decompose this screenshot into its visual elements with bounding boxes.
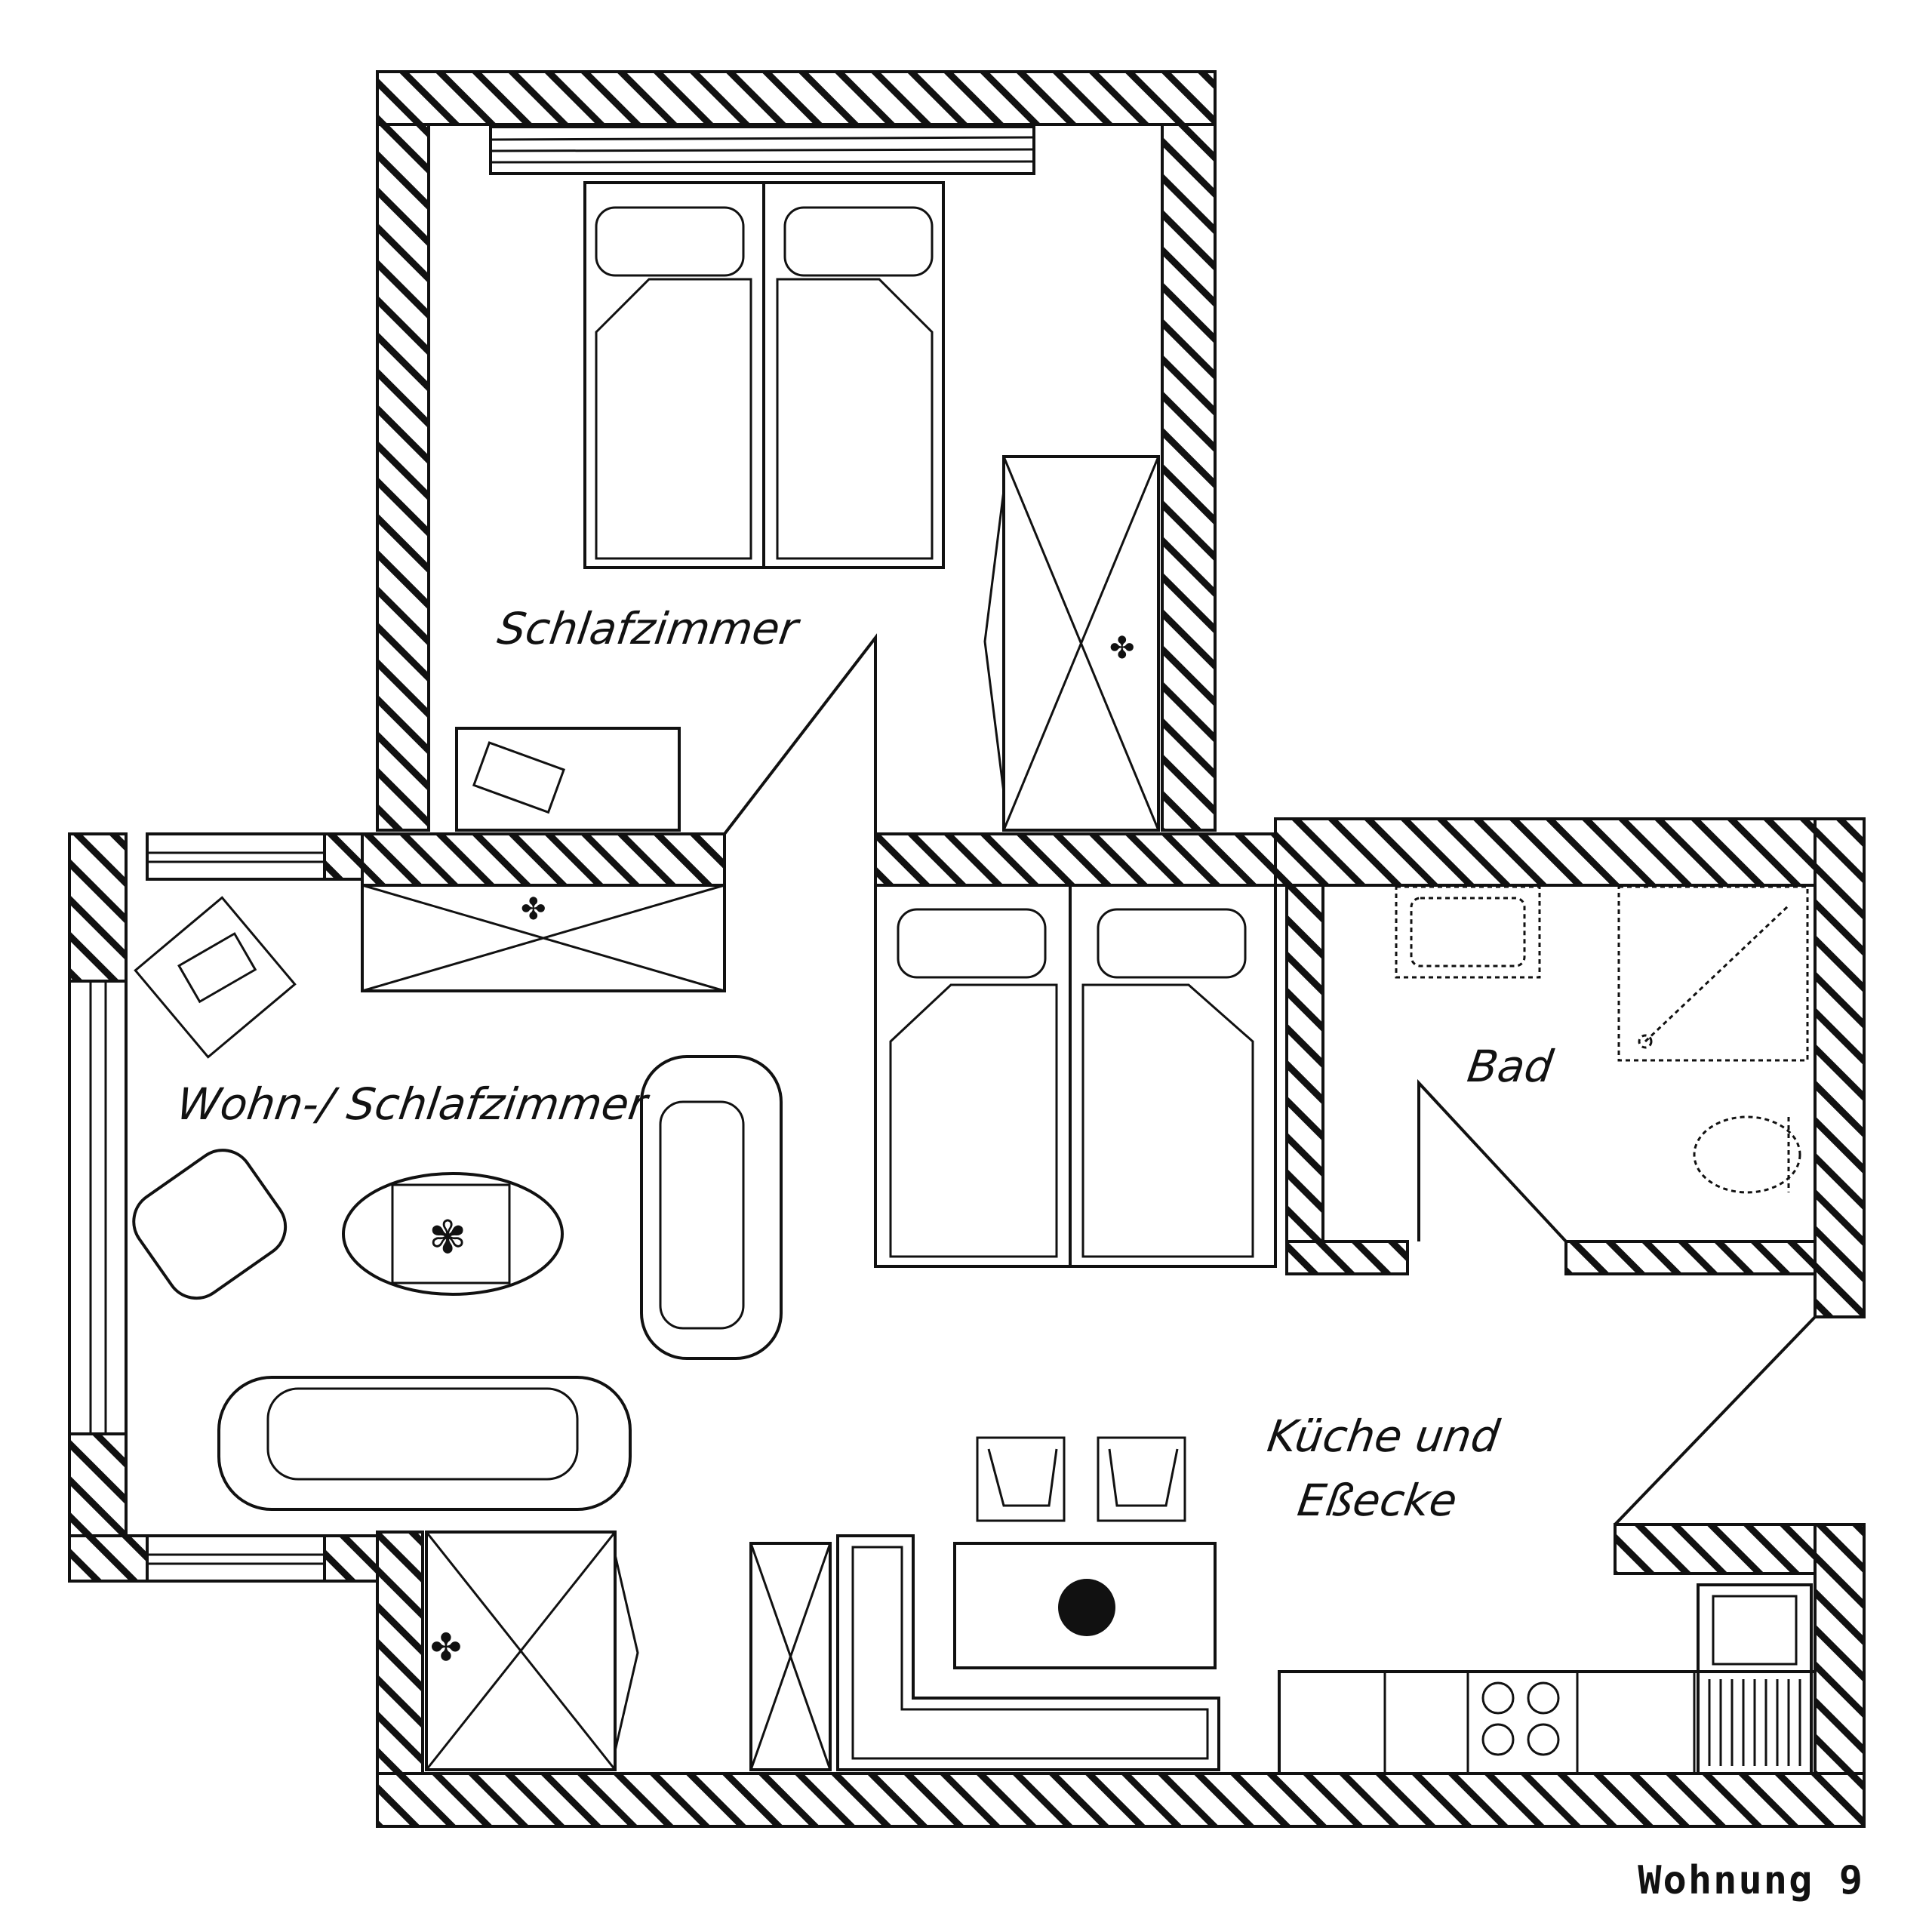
plant-icon (1058, 1579, 1115, 1636)
bed-icon (874, 884, 1277, 1268)
sofa-icon (640, 1055, 783, 1360)
toilet-icon (1693, 1115, 1801, 1194)
chair-icon (976, 1436, 1066, 1522)
wall-bottom (376, 1772, 1866, 1828)
bedroom-door-swing (723, 633, 877, 835)
wardrobe-handle-icon: ✤ (1109, 631, 1135, 666)
partitions (723, 633, 1817, 1526)
wall-kids-top (874, 832, 1277, 887)
sink-icon (1697, 1583, 1813, 1775)
room-label-schlafzimmer: Schlafzimmer (494, 603, 801, 654)
wall-bath-left (1285, 884, 1324, 1275)
wall-bath-bottom-left (1285, 1240, 1409, 1275)
wall-bath-right (1814, 817, 1866, 1318)
kids-bedroom-furniture (874, 884, 1277, 1268)
wardrobe-handle-icon: ✤ (521, 892, 546, 927)
room-label-kueche-line1: Küche und (1264, 1411, 1503, 1462)
stove-icon (1481, 1681, 1560, 1756)
wall-kitchen-right (1814, 1523, 1866, 1775)
wall-bedroom-left (376, 123, 430, 832)
living-furniture: ✤ ✾ ✤ (132, 884, 783, 1771)
drainboard (1708, 1679, 1801, 1766)
windows (68, 125, 1035, 1583)
armchair-icon (134, 896, 297, 1059)
walls (68, 70, 1866, 1828)
wall-bedroom-top (376, 70, 1217, 126)
wall-bed-living (361, 832, 726, 887)
armchair-icon (132, 1149, 288, 1300)
room-label-bad: Bad (1464, 1041, 1556, 1092)
chair-icon (472, 741, 565, 814)
wardrobe-icon (425, 1531, 617, 1771)
wardrobe-icon (749, 1542, 832, 1771)
room-label-wohn-schlafzimmer: Wohn-/ Schlafzimmer (174, 1078, 651, 1130)
shower-icon (1617, 885, 1809, 1062)
window-icon (146, 832, 326, 881)
window-icon (146, 1534, 326, 1583)
sink-icon (1395, 885, 1541, 979)
chair-icon (1097, 1436, 1186, 1522)
bedroom-furniture: ✤ (455, 181, 1160, 832)
kitchen-diagonal (1614, 1315, 1817, 1526)
plant-icon: ✾ (429, 1211, 466, 1264)
plan-caption: Wohnung 9 (1638, 1858, 1864, 1903)
bench-icon (836, 1534, 1220, 1771)
wall-kitchen-top (1614, 1523, 1817, 1575)
kitchen-counter (1278, 1670, 1817, 1775)
wall-bath-top (1274, 817, 1866, 887)
wall-bedroom-right (1161, 123, 1217, 832)
desk-icon (455, 727, 681, 832)
bath-fixtures (1395, 885, 1809, 1194)
wardrobe-handle-icon: ✤ (430, 1626, 462, 1669)
wall-bath-bottom-right (1564, 1240, 1817, 1275)
sofa-icon (217, 1376, 632, 1511)
wardrobe-icon (361, 884, 726, 992)
wardrobe-icon (1002, 455, 1160, 832)
bath-door-swing (1417, 1078, 1567, 1243)
kitchen-furniture (749, 1436, 1817, 1775)
table-icon (342, 1172, 564, 1296)
table-icon (953, 1542, 1217, 1669)
window-icon (68, 980, 128, 1435)
room-label-kueche-line2: Eßecke (1294, 1475, 1460, 1526)
